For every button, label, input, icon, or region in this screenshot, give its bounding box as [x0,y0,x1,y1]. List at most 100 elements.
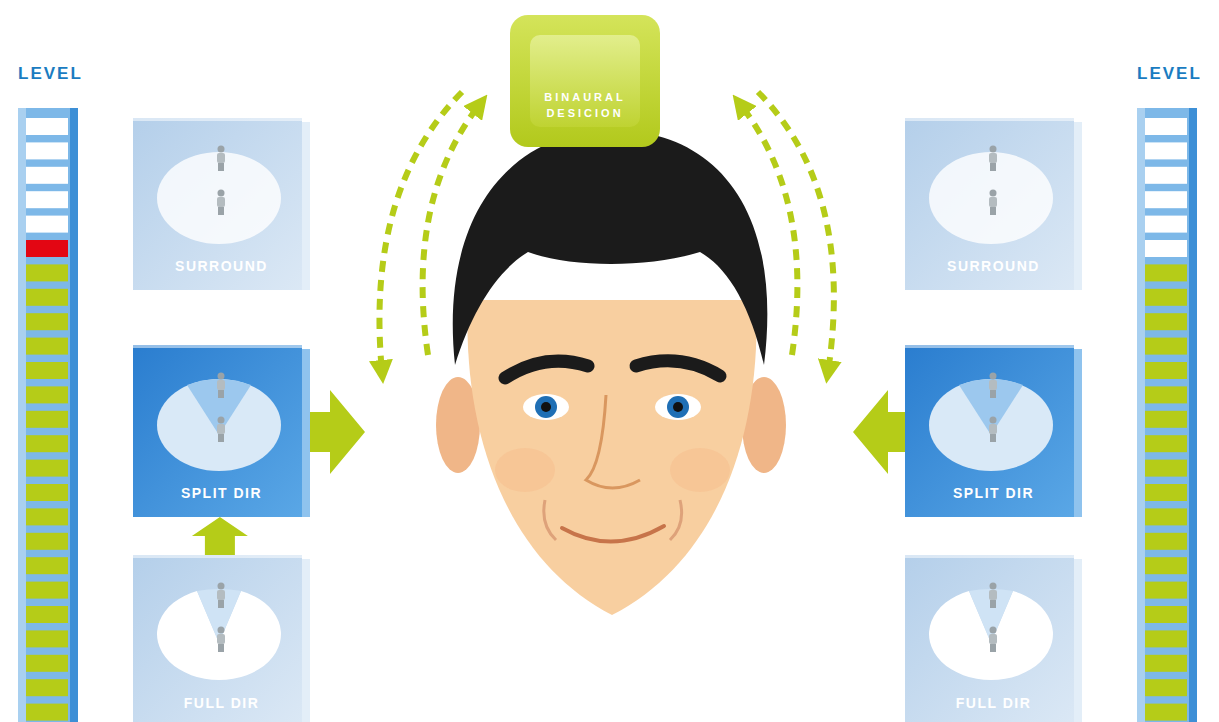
person-body [217,590,225,600]
meter-segment [1145,606,1187,623]
level-meter-box: LEVEL [1133,58,1205,722]
person-head [218,583,225,590]
meter-segment [1145,216,1187,233]
person-head [990,373,997,380]
meter-segment [26,460,68,477]
pattern-card: FULL DIR [905,555,1082,722]
cheek [670,448,730,492]
level-label: LEVEL [1137,64,1202,84]
meter-segment [26,167,68,184]
card-highlight [905,555,1074,558]
hair [453,130,768,365]
person-icon [989,583,997,609]
person-icon [989,373,997,399]
meter-segment [26,704,68,721]
eyebrow [505,361,588,378]
meter-segment [26,606,68,623]
decision-shape [510,15,660,147]
pickup-pattern [157,379,281,471]
mode-label: FULL DIR [905,695,1082,711]
level-meter-box: LEVEL [14,58,86,722]
person-head [218,146,225,153]
meter-segment [1145,411,1187,428]
meter-segment [1145,582,1187,599]
meter-segment [26,264,68,281]
person-legs [218,644,224,652]
head [467,300,756,615]
person-legs [218,434,224,442]
meter-segment [1145,435,1187,452]
direction-wedge [969,589,1013,643]
meter-segment [26,533,68,550]
pickup-pattern [157,152,281,244]
decision-inner [530,35,640,127]
person-icon [989,627,997,653]
person-head [218,417,225,424]
card-edge [302,559,310,722]
meter-segment [26,216,68,233]
person-icon [217,627,225,653]
person-legs [990,644,996,652]
person-body [989,424,997,434]
meter-segment [26,191,68,208]
flow-arrow [192,517,248,555]
person-icon [217,373,225,399]
person-legs [218,207,224,215]
level-meter [1133,108,1205,722]
person-legs [990,163,996,171]
meter-segment [1145,679,1187,696]
meter-segment [1145,484,1187,501]
meter-segment [26,655,68,672]
meter-segment [1145,533,1187,550]
nose [586,395,640,488]
meter-segment [1145,460,1187,477]
person-body [217,424,225,434]
person-legs [990,207,996,215]
dashed-arrow [379,92,462,372]
person-body [217,380,225,390]
meter-segment [1145,338,1187,355]
meter-segment [26,582,68,599]
person-body [989,197,997,207]
meter-segment [26,508,68,525]
person-icon [217,417,225,443]
mode-label: SURROUND [905,258,1082,274]
person-legs [218,163,224,171]
meter-segment [1145,240,1187,257]
pattern-card: FULL DIR [133,555,310,722]
pattern-card: SPLIT DIR [905,345,1082,517]
person-head [990,190,997,197]
card-highlight [905,345,1074,348]
person-body [989,153,997,163]
mode-label: SPLIT DIR [133,485,310,501]
meter-segment [26,240,68,257]
face [436,130,786,615]
meter-segment [1145,655,1187,672]
person-head [990,627,997,634]
direction-wedge [187,379,251,435]
meter-segment [26,411,68,428]
direction-wedge [959,379,1023,435]
mouth [562,526,664,542]
meter-segment [1145,167,1187,184]
pupil [541,402,551,412]
meter-segment [26,630,68,647]
pattern-card: SURROUND [905,118,1082,290]
person-body [217,634,225,644]
person-head [990,417,997,424]
pupil [673,402,683,412]
person-legs [990,390,996,398]
meter-segment [1145,118,1187,135]
meter-segment [26,289,68,306]
card-edge [1074,559,1082,722]
person-legs [990,600,996,608]
meter-segment [1145,313,1187,330]
level-meter [14,108,86,722]
eyebrow [636,361,720,376]
person-icon [217,146,225,172]
meter-segment [1145,264,1187,281]
person-legs [218,600,224,608]
meter-segment [1145,362,1187,379]
cheek [495,448,555,492]
